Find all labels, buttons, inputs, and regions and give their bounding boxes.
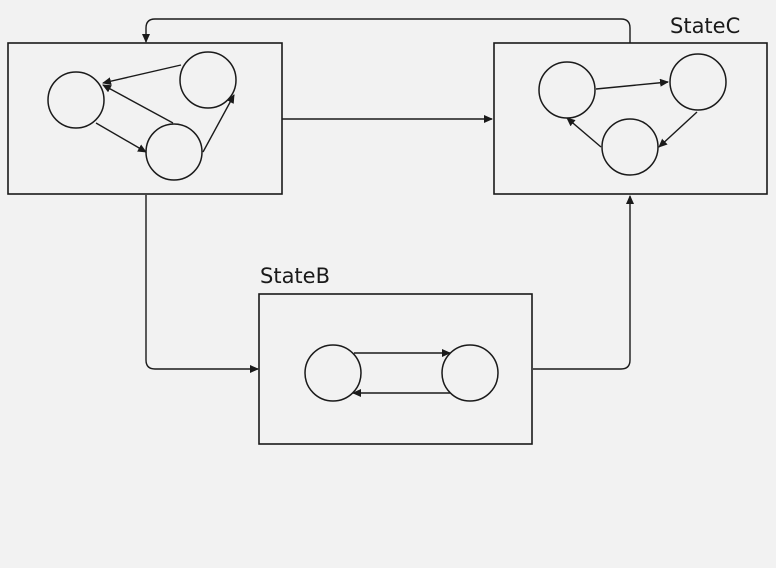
state-a-node-left <box>47 71 105 129</box>
state-a-box <box>7 42 283 195</box>
state-c-edge-right-to-bottom <box>658 111 698 148</box>
state-a-edge-bottom-to-left <box>102 84 174 124</box>
state-transitions <box>142 18 634 373</box>
state-b-label: StateB <box>260 264 330 288</box>
state-a <box>7 42 283 195</box>
state-c: StateC <box>493 14 768 195</box>
transition-b-to-c <box>533 195 634 370</box>
state-c-node-bottom <box>601 118 659 176</box>
state-a-node-bottom <box>145 123 203 181</box>
state-b-node-right <box>441 344 499 402</box>
state-c-node-left <box>538 61 596 119</box>
state-a-node-top-right <box>179 51 237 109</box>
state-b-box <box>258 293 533 445</box>
state-b-node-left <box>304 344 362 402</box>
state-a-edge-left-to-bottom <box>95 122 147 153</box>
state-a-edge-bottom-to-topright <box>202 94 235 153</box>
transition-c-to-a <box>142 18 631 43</box>
state-c-edge-bottom-to-left <box>566 117 602 148</box>
state-a-edge-topright-to-left <box>102 64 182 86</box>
state-c-edge-left-to-right <box>595 78 669 90</box>
state-c-label: StateC <box>670 14 740 38</box>
transition-a-to-b <box>145 195 259 373</box>
state-b: StateB <box>258 264 533 445</box>
state-c-node-right <box>669 53 727 111</box>
